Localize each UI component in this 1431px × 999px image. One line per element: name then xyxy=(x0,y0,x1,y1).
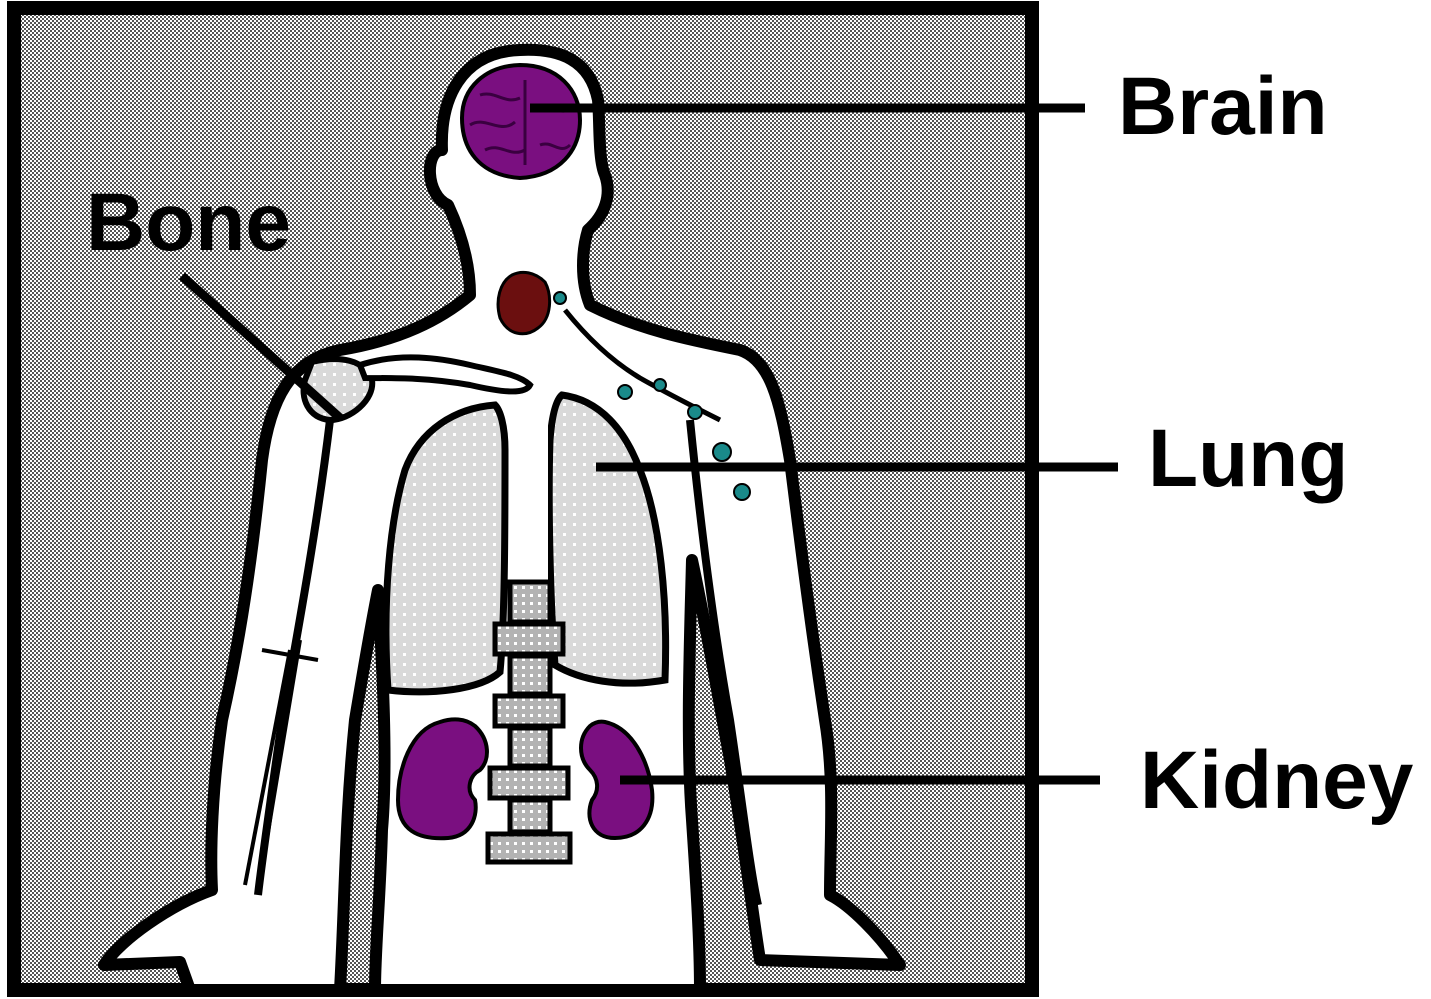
lung-label: Lung xyxy=(1148,418,1348,500)
brain xyxy=(462,65,580,178)
bone-label: Bone xyxy=(86,182,291,264)
brain-label: Brain xyxy=(1118,66,1328,148)
kidney-label: Kidney xyxy=(1140,740,1413,822)
trachea xyxy=(515,395,548,580)
thyroid xyxy=(498,272,550,333)
